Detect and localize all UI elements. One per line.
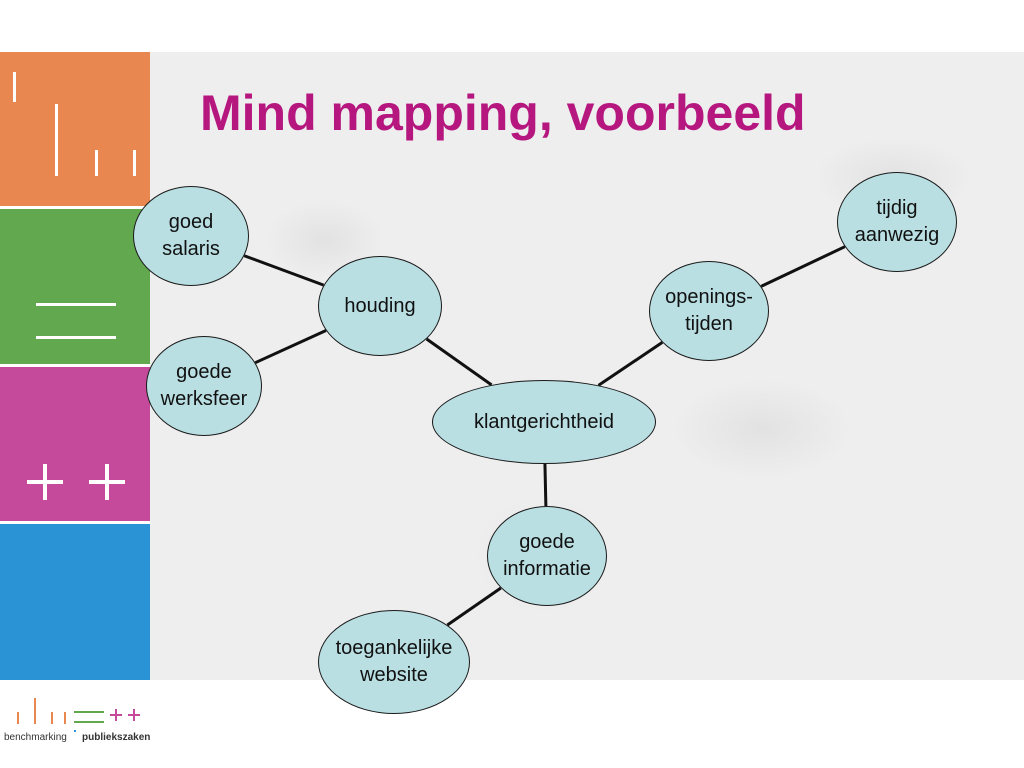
brand-strip-blue xyxy=(0,524,150,680)
background-photo xyxy=(150,52,1024,680)
logo-text-publiekszaken: publiekszaken xyxy=(82,732,151,743)
node-openingstijden: openings- tijden xyxy=(649,261,769,361)
node-goede-informatie: goede informatie xyxy=(487,506,607,606)
edge-openingstijden-to-klantgerichtheid xyxy=(597,341,664,387)
edge-houding-to-klantgerichtheid xyxy=(425,337,493,387)
node-label: openings- tijden xyxy=(665,286,753,335)
edge-toegankelijke-website-to-goede-informatie xyxy=(446,586,502,627)
edge-tijdig-aanwezig-to-openingstijden xyxy=(760,245,846,288)
edge-goede-informatie-to-klantgerichtheid xyxy=(543,463,548,507)
node-houding: houding xyxy=(318,256,442,356)
node-toegankelijke-website: toegankelijke website xyxy=(318,610,470,714)
node-goede-werksfeer: goede werksfeer xyxy=(146,336,262,436)
slide-title: Mind mapping, voorbeeld xyxy=(200,85,806,141)
node-klantgerichtheid: klantgerichtheid xyxy=(432,380,656,464)
brand-strip-pink xyxy=(0,367,150,521)
footer-logo: benchmarking publiekszaken xyxy=(0,690,160,750)
node-label: houding xyxy=(344,294,416,317)
node-label: goed salaris xyxy=(162,211,220,260)
bars-icon xyxy=(13,72,136,176)
plus-plus-icon xyxy=(27,464,125,500)
brand-strip-green xyxy=(0,209,150,364)
node-goed-salaris: goed salaris xyxy=(133,186,249,286)
node-label: toegankelijke website xyxy=(335,637,453,686)
node-label: tijdig aanwezig xyxy=(854,197,940,246)
edge-goed-salaris-to-houding xyxy=(243,254,325,287)
logo-mark-icon xyxy=(17,698,140,746)
node-label: klantgerichtheid xyxy=(473,410,615,433)
logo-text-benchmarking: benchmarking xyxy=(4,732,67,743)
node-label: goede informatie xyxy=(503,531,591,580)
node-label: goede werksfeer xyxy=(160,361,248,410)
edge-goede-werksfeer-to-houding xyxy=(254,329,327,365)
brand-strip-orange xyxy=(0,52,150,206)
equals-icon xyxy=(36,303,116,339)
node-tijdig-aanwezig: tijdig aanwezig xyxy=(837,172,957,272)
